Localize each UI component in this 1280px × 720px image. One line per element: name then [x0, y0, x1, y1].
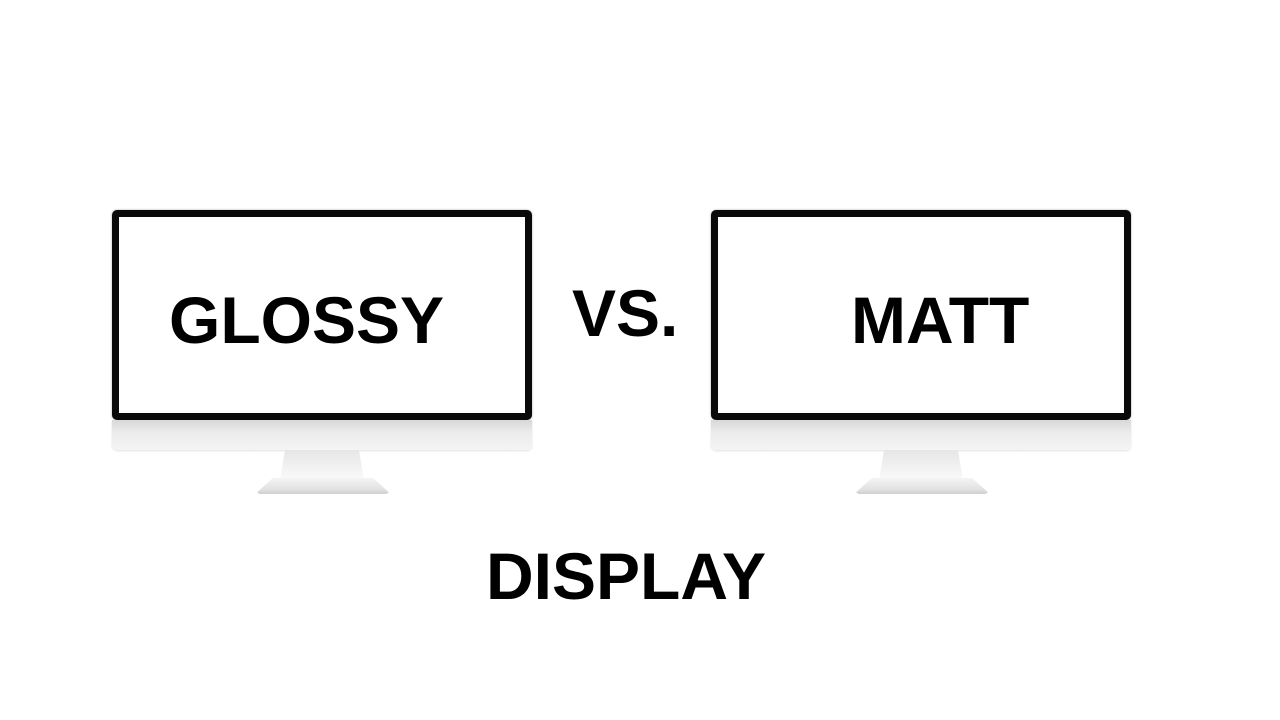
monitor-chin [711, 420, 1131, 450]
glossy-label: GLOSSY [169, 283, 445, 357]
monitor-stand-base [257, 478, 389, 494]
monitor-stand-neck [879, 450, 963, 480]
monitor-screen: GLOSSY [119, 217, 525, 413]
display-caption: DISPLAY [486, 539, 766, 613]
monitor-stand-neck [280, 450, 364, 480]
monitor-bezel: GLOSSY [112, 210, 532, 420]
vs-separator: VS. [572, 276, 679, 350]
monitor-matt: MATT [711, 210, 1131, 494]
monitor-chin [112, 420, 532, 450]
monitor-bezel: MATT [711, 210, 1131, 420]
monitor-glossy: GLOSSY [112, 210, 532, 494]
matt-label: MATT [851, 283, 1030, 357]
monitor-stand-base [856, 478, 988, 494]
monitor-screen: MATT [718, 217, 1124, 413]
